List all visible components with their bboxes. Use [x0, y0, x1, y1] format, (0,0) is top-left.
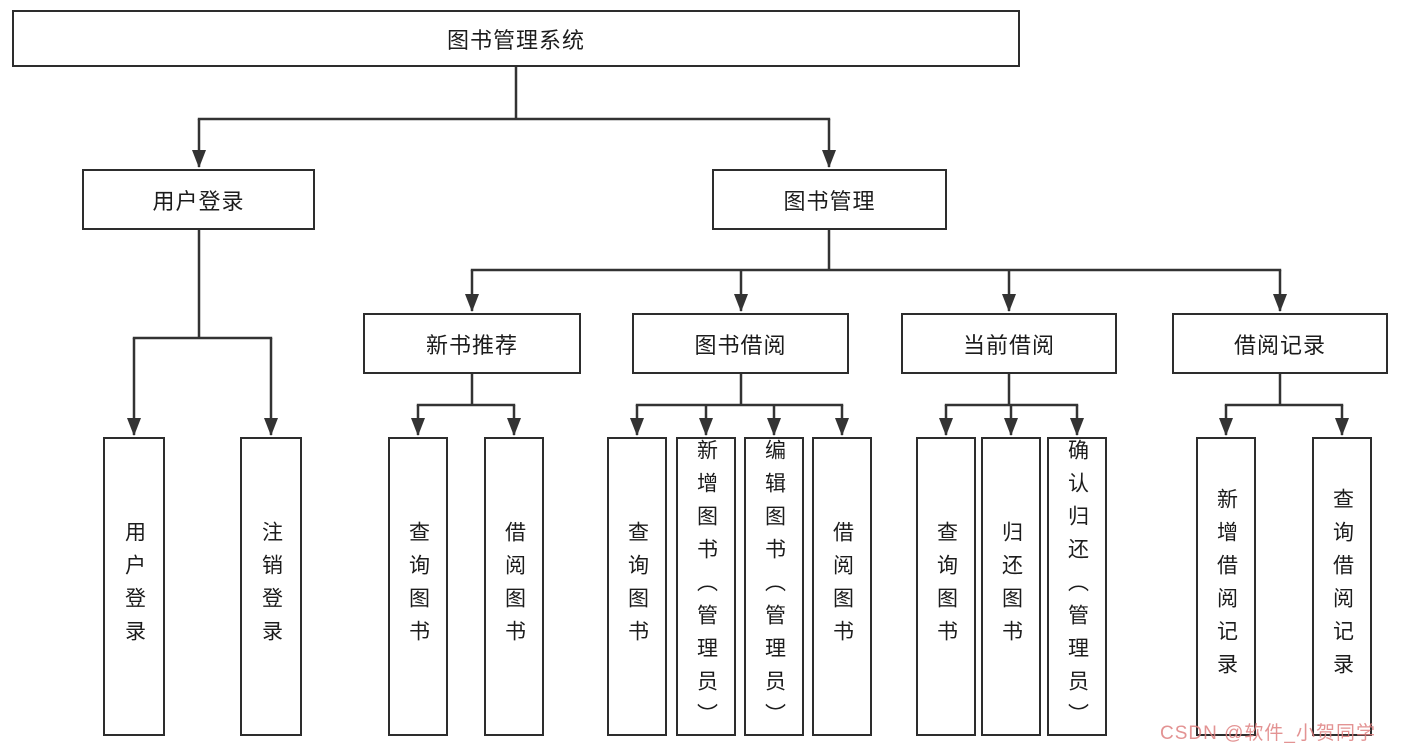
leaf-user-login-label: 用户登录	[122, 520, 146, 653]
node-new-book-recommend-label: 新书推荐	[425, 332, 518, 358]
leaf-edit-book-admin-label: 编辑图书（管理员）	[762, 439, 786, 736]
node-root-system-label: 图书管理系统	[446, 27, 585, 53]
leaf-borrow-query-books: 查询图书	[607, 437, 667, 736]
leaf-confirm-return-admin: 确认归还（管理员）	[1047, 437, 1107, 736]
node-book-management-label: 图书管理	[783, 188, 876, 214]
csdn-watermark: CSDN @软件_小贺同学	[1160, 723, 1376, 744]
leaf-confirm-return-admin-label: 确认归还（管理员）	[1065, 439, 1089, 736]
leaf-newbook-borrow-books-label: 借阅图书	[502, 520, 526, 653]
leaf-add-borrow-record-label: 新增借阅记录	[1214, 487, 1238, 686]
node-borrow-records: 借阅记录	[1172, 313, 1388, 374]
leaf-return-book: 归还图书	[981, 437, 1041, 736]
node-new-book-recommend: 新书推荐	[363, 313, 581, 374]
leaf-logout: 注销登录	[240, 437, 302, 736]
node-borrow-records-label: 借阅记录	[1233, 332, 1326, 358]
leaf-current-query-books: 查询图书	[916, 437, 976, 736]
node-current-borrow-label: 当前借阅	[962, 332, 1055, 358]
leaf-query-borrow-record-label: 查询借阅记录	[1330, 487, 1354, 686]
leaf-borrow-query-books-label: 查询图书	[625, 520, 649, 653]
leaf-borrow-book: 借阅图书	[812, 437, 872, 736]
leaf-newbook-borrow-books: 借阅图书	[484, 437, 544, 736]
node-book-borrow-label: 图书借阅	[694, 332, 787, 358]
leaf-newbook-query-books: 查询图书	[388, 437, 448, 736]
leaf-newbook-query-books-label: 查询图书	[406, 520, 430, 653]
node-book-management: 图书管理	[712, 169, 947, 230]
leaf-user-login: 用户登录	[103, 437, 165, 736]
node-book-borrow: 图书借阅	[632, 313, 849, 374]
leaf-return-book-label: 归还图书	[999, 520, 1023, 653]
leaf-add-borrow-record: 新增借阅记录	[1196, 437, 1256, 736]
leaf-add-book-admin: 新增图书（管理员）	[676, 437, 736, 736]
leaf-logout-label: 注销登录	[259, 520, 283, 653]
node-user-login: 用户登录	[82, 169, 315, 230]
leaf-add-book-admin-label: 新增图书（管理员）	[694, 439, 718, 736]
leaf-edit-book-admin: 编辑图书（管理员）	[744, 437, 804, 736]
node-user-login-label: 用户登录	[152, 188, 245, 214]
leaf-query-borrow-record: 查询借阅记录	[1312, 437, 1372, 736]
node-current-borrow: 当前借阅	[901, 313, 1117, 374]
node-root-system: 图书管理系统	[12, 10, 1020, 67]
leaf-borrow-book-label: 借阅图书	[830, 520, 854, 653]
leaf-current-query-books-label: 查询图书	[934, 520, 958, 653]
